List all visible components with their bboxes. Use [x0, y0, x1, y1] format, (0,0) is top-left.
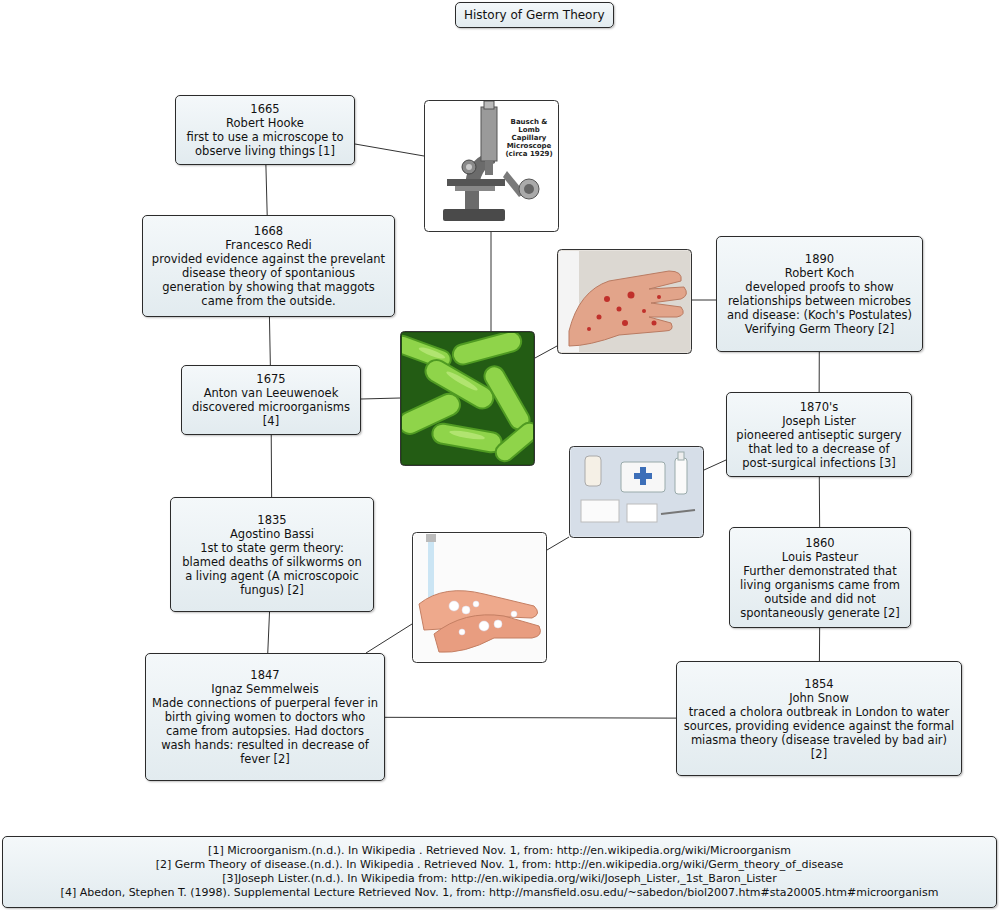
reference-entry: [2] Germ Theory of disease.(n.d.). In Wi…	[156, 858, 844, 872]
event-year: 1668	[254, 224, 283, 238]
picture-frame	[413, 533, 547, 663]
handwashing-drawing	[414, 534, 545, 661]
scientist-name: Agostino Bassi	[230, 527, 314, 541]
scientist-name: Ignaz Semmelweis	[211, 682, 318, 696]
picture-frame	[425, 101, 559, 232]
connector-line	[268, 612, 270, 653]
first-aid-picture	[570, 447, 704, 538]
timeline-connector	[269, 317, 271, 365]
scientist-name: Robert Koch	[785, 266, 854, 280]
event-description: discovered microorganisms [4]	[188, 400, 354, 428]
leader-line	[491, 232, 492, 331]
scientist-name: Anton van Leeuwenoek	[204, 386, 339, 400]
event-year: 1870's	[800, 400, 838, 414]
picture-caption: Bausch & Lomb Capillary Microscope (circ…	[500, 118, 558, 158]
connector-line	[385, 717, 676, 719]
scientist-name: Louis Pasteur	[782, 550, 858, 564]
timeline-event-box: 1847Ignaz SemmelweisMade connections of …	[145, 653, 385, 781]
scientist-name: Joseph Lister	[782, 414, 856, 428]
leader-line	[535, 346, 557, 358]
scientist-name: John Snow	[789, 691, 849, 705]
event-year: 1835	[257, 513, 286, 527]
leader-line	[704, 460, 726, 470]
leader-line	[366, 624, 412, 653]
picture-frame	[570, 447, 704, 538]
connector-line	[819, 477, 820, 527]
bacteria-drawing	[391, 329, 542, 465]
leader-line	[692, 300, 716, 301]
timeline-connector	[268, 612, 270, 653]
title-box: History of Germ Theory	[455, 2, 614, 28]
rash-hand-picture	[558, 250, 692, 354]
event-year: 1665	[250, 102, 279, 116]
connector-line	[269, 317, 271, 365]
timeline-event-box: 1860Louis PasteurFurther demonstrated th…	[729, 527, 911, 628]
timeline-connector	[819, 477, 820, 527]
connector-line	[266, 165, 267, 215]
leader-line	[355, 144, 424, 156]
connector-line	[819, 352, 820, 392]
event-year: 1675	[256, 372, 285, 386]
event-description: traced a cholora outbreak in London to w…	[683, 705, 955, 761]
timeline-connector	[819, 628, 820, 661]
timeline-event-box: 1854John Snowtraced a cholora outbreak i…	[676, 661, 962, 776]
leader-line	[361, 398, 400, 399]
timeline-connector	[271, 435, 272, 497]
scientist-name: Francesco Redi	[225, 238, 311, 252]
diagram-title: History of Germ Theory	[464, 8, 605, 22]
timeline-event-box: 1870'sJoseph Listerpioneered antiseptic …	[726, 392, 912, 477]
event-description: pioneered antiseptic surgery that led to…	[733, 428, 905, 470]
timeline-event-box: 1890Robert Kochdeveloped proofs to show …	[716, 236, 923, 352]
reference-entry: [1] Microorganism.(n.d.). In Wikipedia .…	[208, 844, 791, 858]
reference-entry: [4] Abedon, Stephen T. (1998). Supplemen…	[61, 886, 939, 900]
event-year: 1847	[250, 668, 279, 682]
timeline-connector	[819, 352, 820, 392]
event-year: 1854	[804, 677, 833, 691]
handwashing-picture	[413, 533, 547, 663]
event-year: 1890	[805, 252, 834, 266]
reference-box: [1] Microorganism.(n.d.). In Wikipedia .…	[2, 836, 997, 908]
timeline-event-box: 1835Agostino Bassi1st to state germ theo…	[170, 497, 374, 612]
leader-line	[547, 537, 569, 550]
bacteria-picture	[391, 329, 542, 465]
event-description: 1st to state germ theory: blamed deaths …	[177, 541, 367, 597]
timeline-connector	[266, 165, 267, 215]
timeline-event-box: 1675Anton van Leeuwenoekdiscovered micro…	[181, 365, 361, 435]
event-description: provided evidence against the prevelant …	[149, 252, 388, 308]
timeline-event-box: 1668Francesco Rediprovided evidence agai…	[142, 215, 395, 317]
first-aid-drawing	[571, 448, 702, 536]
event-description: first to use a microscope to observe liv…	[182, 130, 348, 158]
timeline-connector	[385, 717, 676, 719]
scientist-name: Robert Hooke	[226, 116, 304, 130]
event-description: developed proofs to show relationships b…	[723, 280, 916, 336]
rash-hand-drawing	[559, 251, 690, 352]
connector-line	[819, 628, 820, 661]
picture-frame	[558, 250, 692, 354]
timeline-event-box: 1665Robert Hookefirst to use a microscop…	[175, 95, 355, 165]
connector-line	[271, 435, 272, 497]
event-year: 1860	[805, 536, 834, 550]
microscope-picture	[425, 101, 559, 232]
reference-entry: [3]Joseph Lister.(n.d.). In Wikipedia fr…	[222, 872, 776, 886]
event-description: Further demonstrated that living organis…	[736, 564, 904, 620]
event-description: Made connections of puerperal fever in b…	[152, 696, 378, 766]
